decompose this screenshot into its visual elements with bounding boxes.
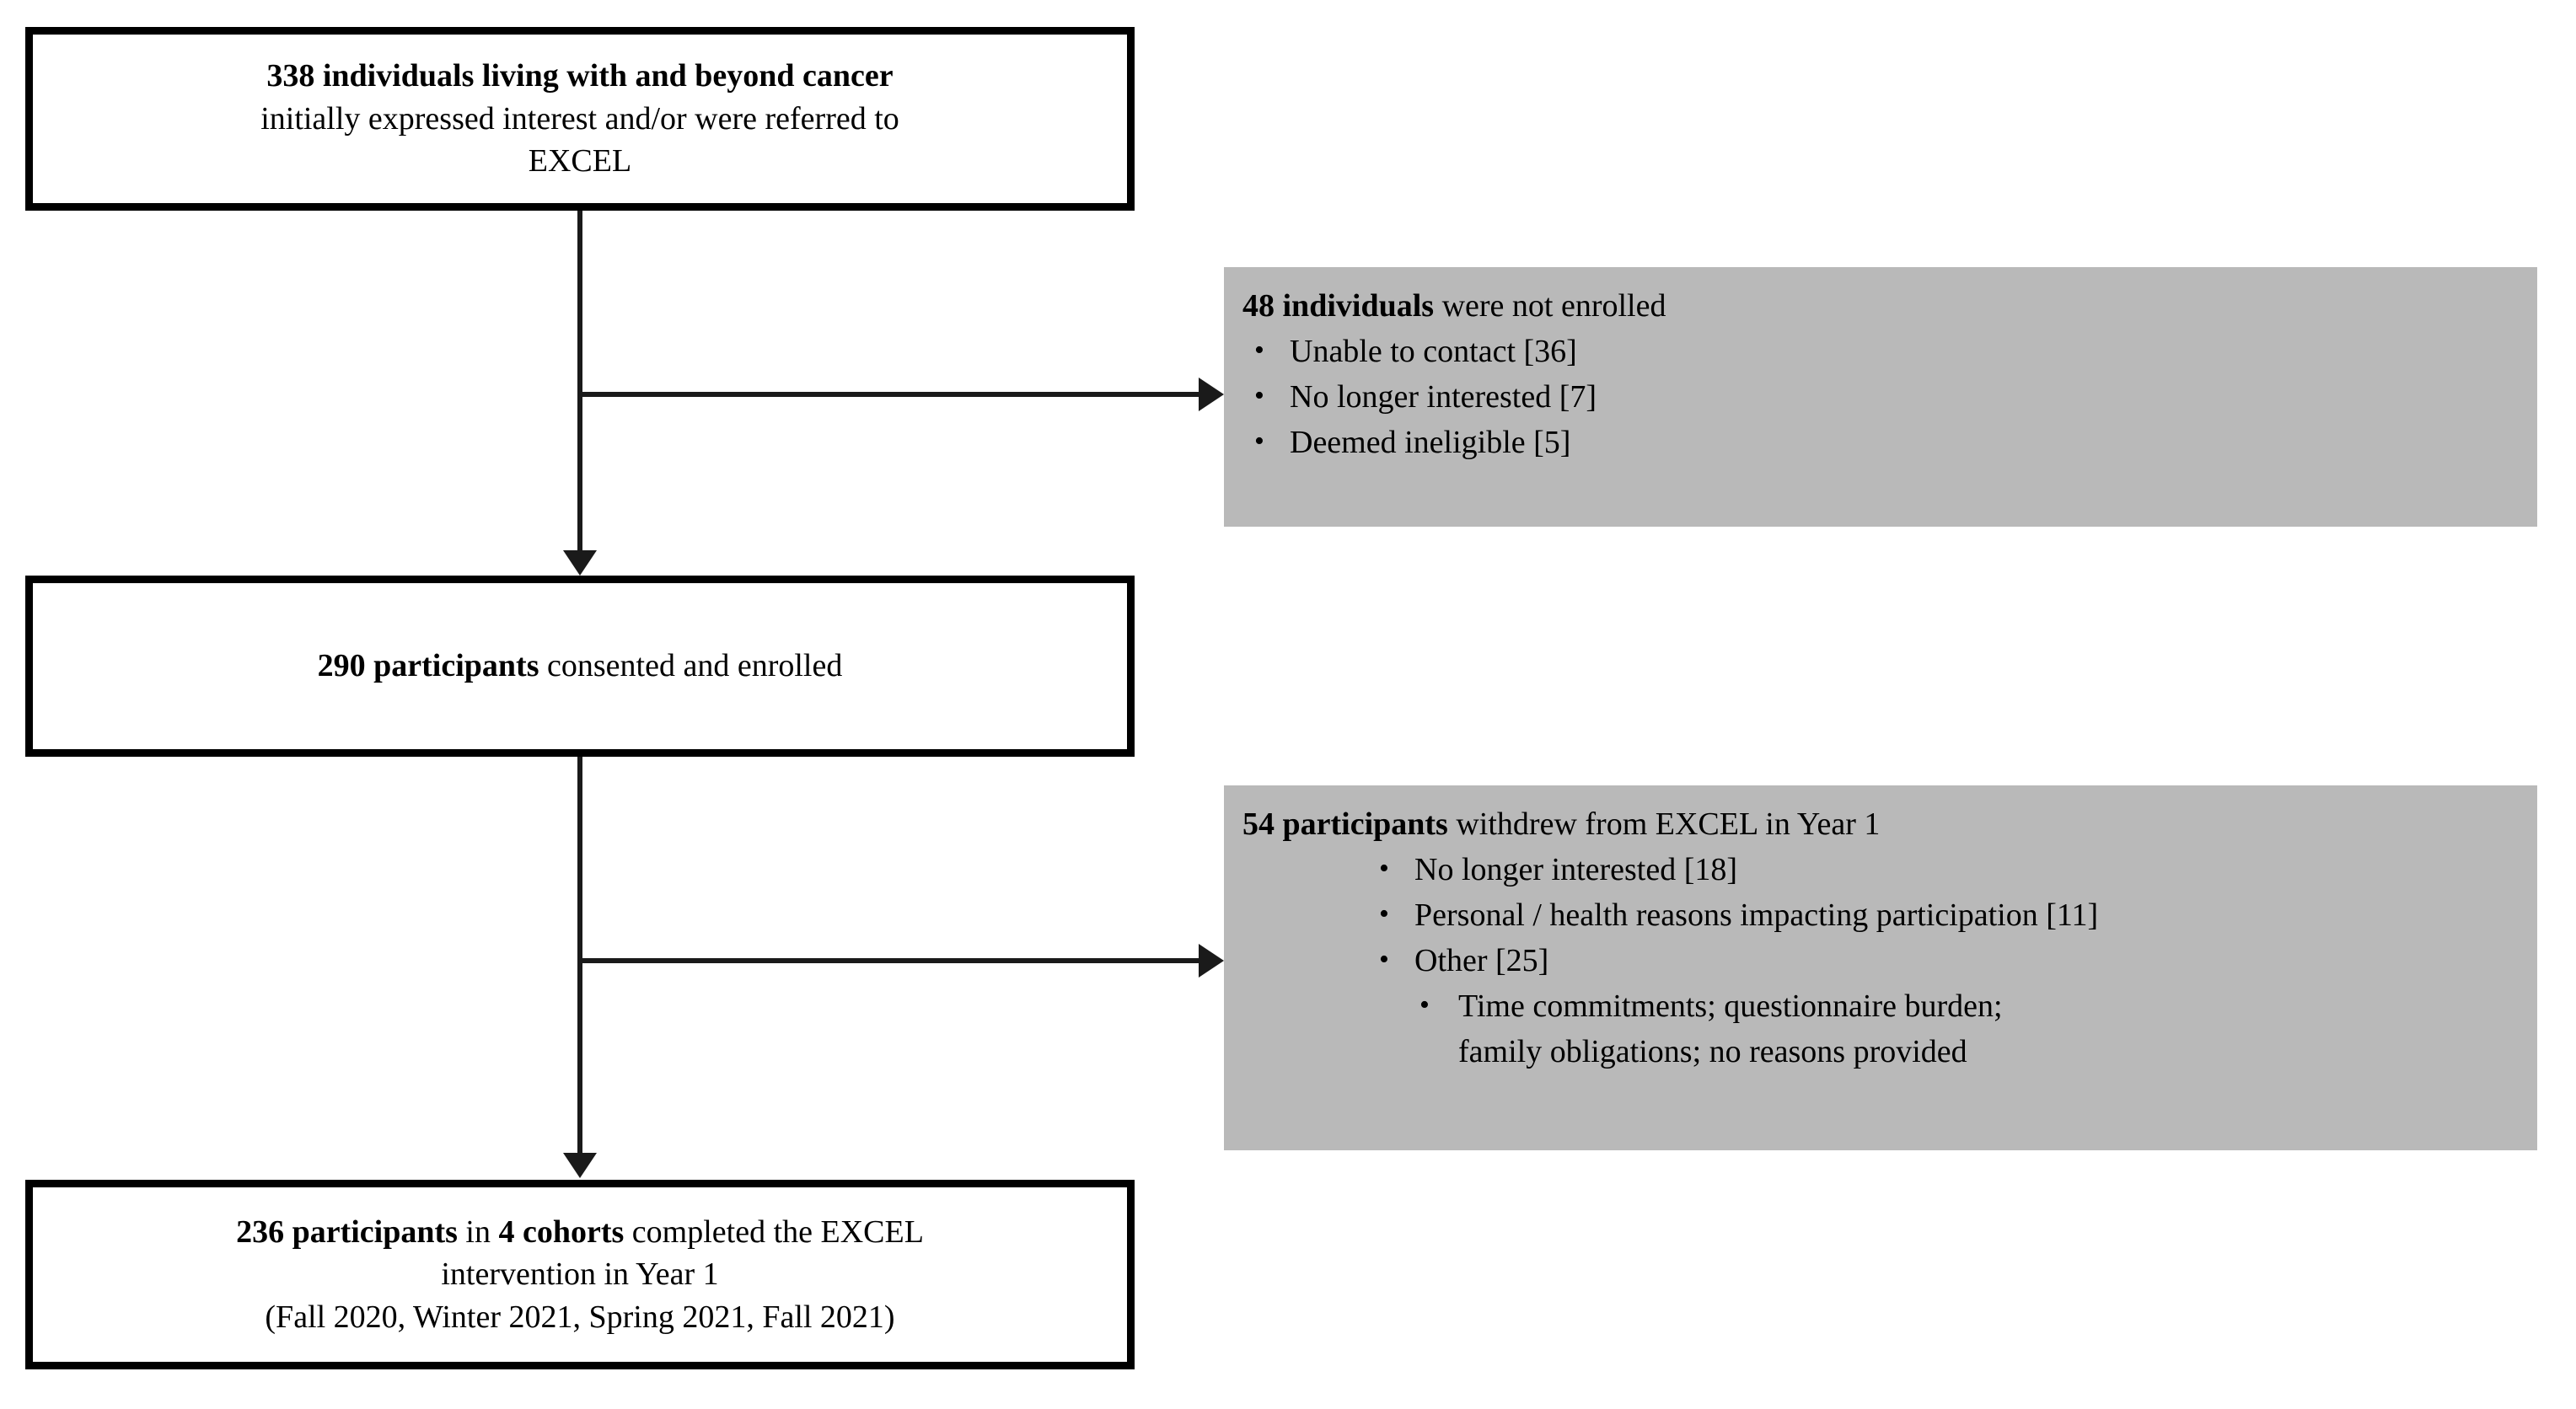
exclusion-withdrew-subbullet-1-line-1: Time commitments; questionnaire burden;: [1458, 988, 2003, 1024]
box-completed-line-2: intervention in Year 1: [441, 1256, 719, 1293]
exclusion-withdrew-bullet-2: Personal / health reasons impacting part…: [1367, 893, 2519, 939]
box-completed-intervention: 236 participants in 4 cohorts completed …: [25, 1180, 1135, 1369]
exclusion-withdrew-bullet-3: Other [25]: [1367, 939, 2519, 984]
exclusion-not-enrolled-count: 48 individuals: [1242, 288, 1435, 324]
box-completed-line-1: 236 participants in 4 cohorts completed …: [236, 1211, 924, 1254]
box-completed-mid: in: [457, 1213, 499, 1250]
connector-initial-to-consented-line: [577, 211, 582, 552]
exclusion-not-enrolled-bullet-2: No longer interested [7]: [1242, 375, 2519, 421]
exclusion-withdrew-subbullet-1: Time commitments; questionnaire burden; …: [1408, 984, 2519, 1075]
exclusion-withdrew-heading: 54 participants withdrew from EXCEL in Y…: [1242, 802, 2519, 848]
box-consented-count: 290 participants: [317, 648, 539, 684]
exclusion-withdrew-subbullet-1-line-2: family obligations; no reasons provided: [1458, 1033, 1967, 1069]
exclusion-withdrew-count: 54 participants: [1242, 806, 1448, 842]
box-completed-rest: completed the EXCEL: [624, 1213, 924, 1250]
exclusion-withdrew-subbullet-list: Time commitments; questionnaire burden; …: [1408, 984, 2519, 1075]
box-initial-line-3: EXCEL: [528, 143, 632, 179]
exclusion-withdrew-bullet-1: No longer interested [18]: [1367, 848, 2519, 893]
connector-initial-to-consented-arrowhead: [563, 550, 597, 576]
exclusion-not-enrolled-heading: 48 individuals were not enrolled: [1242, 284, 2519, 329]
exclusion-not-enrolled-heading-rest: were not enrolled: [1434, 288, 1666, 324]
exclusion-not-enrolled-bullet-3: Deemed ineligible [5]: [1242, 421, 2519, 466]
exclusion-withdrew-bullet-list: No longer interested [18] Personal / hea…: [1367, 848, 2519, 984]
box-completed-count: 236 participants: [236, 1213, 458, 1250]
exclusion-withdrew-heading-rest: withdrew from EXCEL in Year 1: [1447, 806, 1881, 842]
box-consented-line-1: 290 participants consented and enrolled: [318, 645, 843, 688]
box-initial-line-2: initially expressed interest and/or were…: [260, 100, 899, 137]
exclusion-not-enrolled: 48 individuals were not enrolled Unable …: [1224, 267, 2537, 527]
connector-consented-to-exclusion2-arrowhead: [1199, 944, 1224, 978]
box-initial-count: 338 individuals living with and beyond c…: [266, 58, 894, 94]
box-initial-interest: 338 individuals living with and beyond c…: [25, 27, 1135, 211]
connector-consented-to-completed-arrowhead: [563, 1153, 597, 1178]
exclusion-withdrew: 54 participants withdrew from EXCEL in Y…: [1224, 785, 2537, 1150]
box-consented-rest: consented and enrolled: [539, 648, 843, 684]
exclusion-not-enrolled-bullet-1: Unable to contact [36]: [1242, 329, 2519, 375]
exclusion-not-enrolled-bullet-list: Unable to contact [36] No longer interes…: [1242, 329, 2519, 466]
box-completed-line-3: (Fall 2020, Winter 2021, Spring 2021, Fa…: [265, 1299, 895, 1335]
connector-consented-to-completed-line: [577, 757, 582, 1155]
box-completed-cohorts: 4 cohorts: [498, 1213, 625, 1250]
box-initial-line-1: 338 individuals living with and beyond c…: [266, 55, 893, 98]
box-consented-enrolled: 290 participants consented and enrolled: [25, 576, 1135, 757]
connector-initial-to-exclusion1-line: [580, 392, 1200, 397]
connector-initial-to-exclusion1-arrowhead: [1199, 378, 1224, 411]
connector-consented-to-exclusion2-line: [580, 958, 1200, 963]
